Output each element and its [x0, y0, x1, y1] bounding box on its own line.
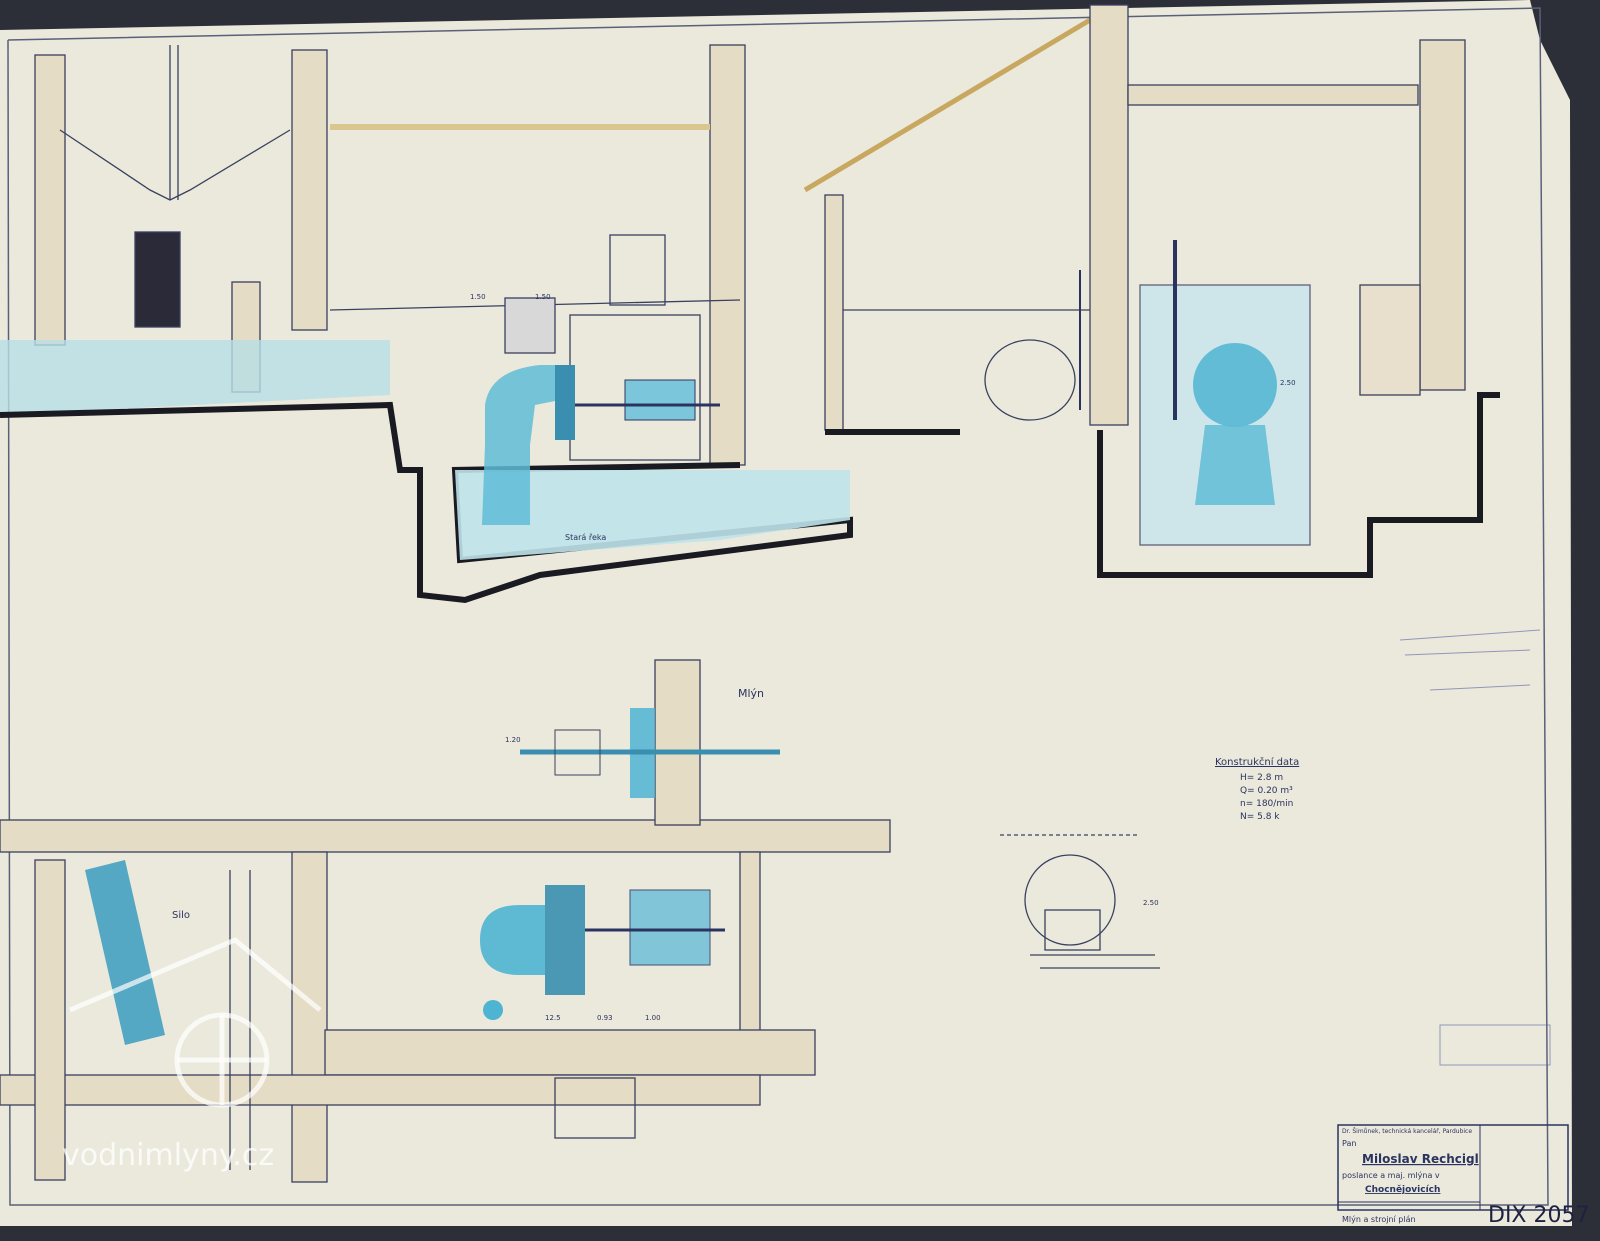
dim-label: 2.50	[1280, 379, 1296, 387]
section-left	[34, 44, 746, 466]
approval-stamp	[1399, 629, 1551, 1066]
owner-name: Miloslav Rechcigl	[1362, 1152, 1479, 1166]
construction-data-line: Q= 0.20 m³	[1240, 786, 1293, 796]
gearbox-left	[624, 379, 696, 421]
dim-label: 1.00	[645, 1014, 661, 1022]
pulley-detail	[1000, 834, 1160, 969]
tailrace-water	[455, 470, 850, 560]
frame-border	[7, 7, 1549, 1206]
dim-label: 1.20	[505, 736, 521, 744]
bearing-plan	[483, 1000, 503, 1020]
spiral-casing-right	[1193, 343, 1277, 427]
silo-label: Silo	[172, 910, 190, 921]
dim-label: 1.50	[535, 293, 551, 301]
place: Chocnějovicích	[1365, 1184, 1440, 1195]
drawing-number: DIX 2057	[1488, 1203, 1589, 1228]
dim-label: 1.50	[470, 293, 486, 301]
watermark-logo	[69, 937, 322, 1108]
sheet-title: Mlýn a strojní plán	[1342, 1215, 1416, 1224]
construction-data-line: N= 5.8 k	[1240, 812, 1280, 822]
dim-label: 12.5	[545, 1014, 561, 1022]
spiral-casing-plan	[480, 905, 545, 975]
title-header: Dr. Šimůnek, technická kancelář, Pardubi…	[1342, 1128, 1472, 1135]
runner-left	[555, 365, 575, 440]
construction-data: Konstrukční data H= 2.8 m Q= 0.20 m³ n= …	[1215, 756, 1299, 822]
foundation-right	[825, 392, 1500, 578]
construction-data-line: n= 180/min	[1240, 799, 1293, 809]
generator-plan	[629, 889, 711, 966]
foundation-left	[0, 401, 853, 604]
draft-tube-right	[1195, 425, 1275, 505]
construction-data-line: H= 2.8 m	[1240, 773, 1283, 783]
dim-label: 0.93	[597, 1014, 613, 1022]
river-label: Stará řeka	[565, 533, 606, 542]
watermark-text: vodnimlyny.cz	[62, 1138, 274, 1173]
draft-tube-left	[482, 365, 560, 525]
floor-plan	[0, 659, 891, 1183]
owner-subtitle: poslance a maj. mlýna v	[1342, 1171, 1440, 1180]
plan-label: Mlýn	[738, 687, 764, 700]
construction-data-title: Konstrukční data	[1215, 756, 1299, 768]
headrace-water	[0, 340, 390, 415]
dim-label: 2.50	[1143, 899, 1159, 907]
title-to: Pan	[1342, 1139, 1356, 1148]
runner-plan	[545, 885, 585, 995]
rack-screen	[85, 860, 165, 1045]
title-block: Dr. Šimůnek, technická kancelář, Pardubi…	[1337, 1124, 1589, 1228]
